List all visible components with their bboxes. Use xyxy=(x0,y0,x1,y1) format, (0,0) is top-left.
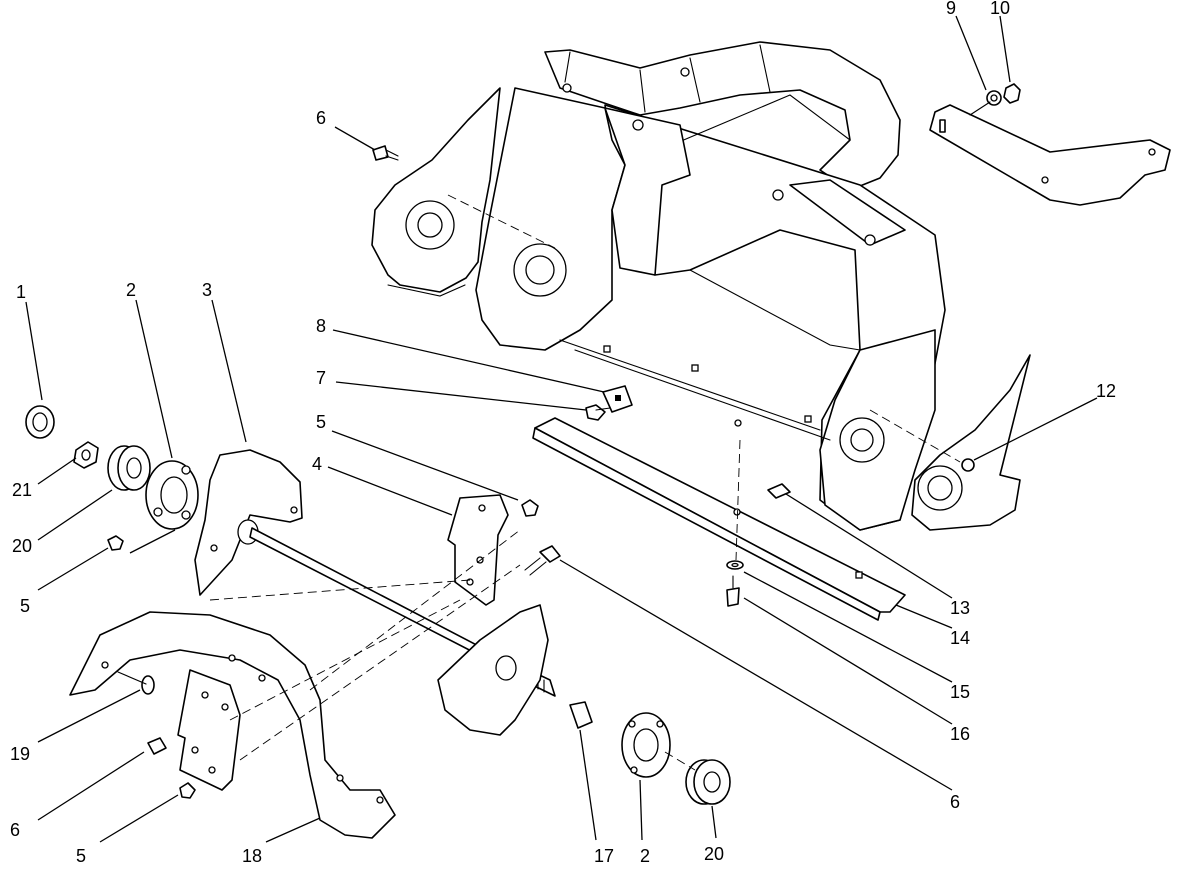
alignment-lines xyxy=(209,194,556,761)
leader-lines xyxy=(25,15,1098,843)
callout-9: 9 xyxy=(946,0,956,18)
callout-10: 10 xyxy=(990,0,1010,18)
bottom-left-hardware xyxy=(117,671,196,799)
callout-14: 14 xyxy=(950,628,970,648)
left-bearing-stack xyxy=(25,405,199,551)
callout-18: 18 xyxy=(242,846,262,866)
left-auger-bracket xyxy=(194,449,303,596)
callout-6-bottom: 6 xyxy=(10,820,20,840)
callout-4: 4 xyxy=(312,454,322,474)
callout-17: 17 xyxy=(594,846,614,866)
callout-8: 8 xyxy=(316,316,326,336)
carriage-bolt-top xyxy=(372,145,399,161)
callout-7: 7 xyxy=(316,368,326,388)
auger-housing xyxy=(475,41,946,531)
callout-2: 2 xyxy=(126,280,136,300)
right-auger-bracket xyxy=(437,604,549,736)
right-side-cover xyxy=(911,354,1031,531)
callout-12: 12 xyxy=(1096,381,1116,401)
callout-20-bottom: 20 xyxy=(704,844,724,864)
auger-plate-upper xyxy=(447,494,561,606)
callout-3: 3 xyxy=(202,280,212,300)
callout-6-top: 6 xyxy=(316,108,326,128)
auger-plate-lower xyxy=(177,669,241,791)
right-bearing xyxy=(869,409,975,472)
callout-labels: 1 2 3 4 5 6 7 8 9 10 12 21 20 5 13 14 15… xyxy=(10,0,1116,866)
handle-brace xyxy=(929,104,1171,206)
callout-2-bottom: 2 xyxy=(640,846,650,866)
callout-21: 21 xyxy=(12,480,32,500)
callout-1: 1 xyxy=(16,282,26,302)
callout-6-right: 6 xyxy=(950,792,960,812)
callout-5-left: 5 xyxy=(20,596,30,616)
auger-flighting xyxy=(69,611,396,839)
left-side-cover xyxy=(371,87,501,297)
callout-16: 16 xyxy=(950,724,970,744)
callout-5-bottom: 5 xyxy=(76,846,86,866)
bottom-bearing-stack xyxy=(569,701,731,805)
washer-and-nut xyxy=(969,83,1021,116)
scraper-bar xyxy=(532,417,906,621)
callout-13: 13 xyxy=(950,598,970,618)
callout-19: 19 xyxy=(10,744,30,764)
hardware-center xyxy=(585,385,791,607)
callout-15: 15 xyxy=(950,682,970,702)
callout-20-left: 20 xyxy=(12,536,32,556)
callout-5-top: 5 xyxy=(316,412,326,432)
